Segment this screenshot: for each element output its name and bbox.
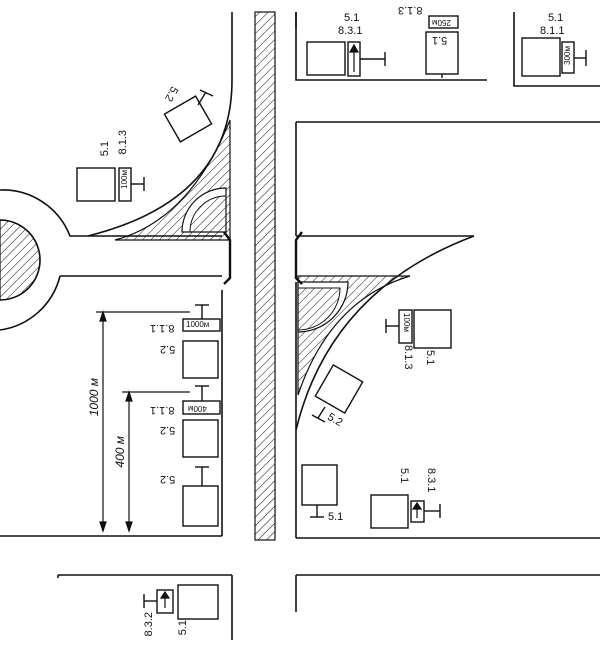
plate-1000: 1000м	[186, 320, 210, 329]
sign-5-1-top	[306, 41, 346, 76]
curve-upper-left	[87, 79, 233, 237]
plate-400-frame	[182, 400, 221, 415]
roundabout-island	[0, 219, 41, 301]
label-8-3-1: 8.3.1	[338, 25, 363, 37]
sign-5-2-c	[182, 485, 219, 527]
plate-1000-frame	[182, 318, 221, 332]
label-8-3-1-lower: 8.3.1	[425, 468, 437, 493]
label-5-1-inverted: 5.1	[432, 34, 448, 46]
sign-5-1-lower-b	[370, 494, 409, 529]
label-8-1-1-topright: 8.1.1	[540, 25, 565, 37]
label-5-2-b: 5.2	[160, 424, 176, 436]
plate-100-upper: 100м	[120, 170, 129, 189]
label-8-3-2: 8.3.2	[143, 612, 155, 637]
sign-5-2-rotated-lower	[314, 363, 364, 415]
sign-5-1-bottomleft	[177, 584, 219, 620]
curve-lower-right	[295, 235, 475, 431]
label-8-1-1-b: 8.1.1	[150, 404, 175, 416]
plate-400: 400м	[188, 404, 207, 413]
gate-right	[294, 231, 303, 285]
label-5-1-lower-a: 5.1	[328, 511, 344, 523]
sign-5-2-b	[182, 419, 219, 458]
sign-5-2-rotated	[163, 95, 213, 143]
label-5-1: 5.1	[344, 12, 360, 24]
plate-250-frame	[428, 15, 459, 29]
label-8-1-3-right: 8.1.3	[402, 345, 414, 370]
island-circle-lower-hatch	[297, 287, 341, 331]
sign-5-1-lower-a	[301, 464, 338, 506]
label-8-1-1-a: 8.1.1	[150, 322, 175, 334]
label-5-1-bottomleft: 5.1	[177, 620, 189, 636]
median-strip	[254, 11, 276, 541]
sign-5-2-a	[182, 340, 219, 379]
plate-100-lower: 100м	[402, 313, 411, 332]
plate-250: 250м	[432, 18, 451, 27]
plate-300: 300м	[563, 46, 572, 65]
label-5-1-right: 5.1	[424, 350, 436, 366]
dimension-400: 400 м	[113, 436, 127, 468]
sign-5-1-topright	[521, 37, 561, 77]
sign-5-1-right	[413, 309, 452, 349]
sign-5-1-inverted	[425, 31, 459, 75]
label-5-1-lower-b: 5.1	[398, 468, 410, 484]
island-circle-upper-hatch	[189, 195, 227, 233]
label-8-1-3-left: 8.1.3	[117, 130, 129, 155]
dimension-1000: 1000 м	[87, 378, 101, 417]
road-edges	[0, 12, 600, 640]
sign-5-1-left	[76, 167, 116, 202]
dimension-lines	[96, 310, 190, 533]
gate-left	[223, 231, 232, 285]
label-5-2-a: 5.2	[160, 343, 176, 355]
label-8-1-3-inverted: 8.1.3	[398, 4, 423, 16]
label-5-1-topright: 5.1	[548, 12, 564, 24]
arrow-glyphs	[159, 43, 423, 608]
label-5-2-c: 5.2	[160, 473, 176, 485]
label-5-1-left: 5.1	[99, 141, 111, 157]
